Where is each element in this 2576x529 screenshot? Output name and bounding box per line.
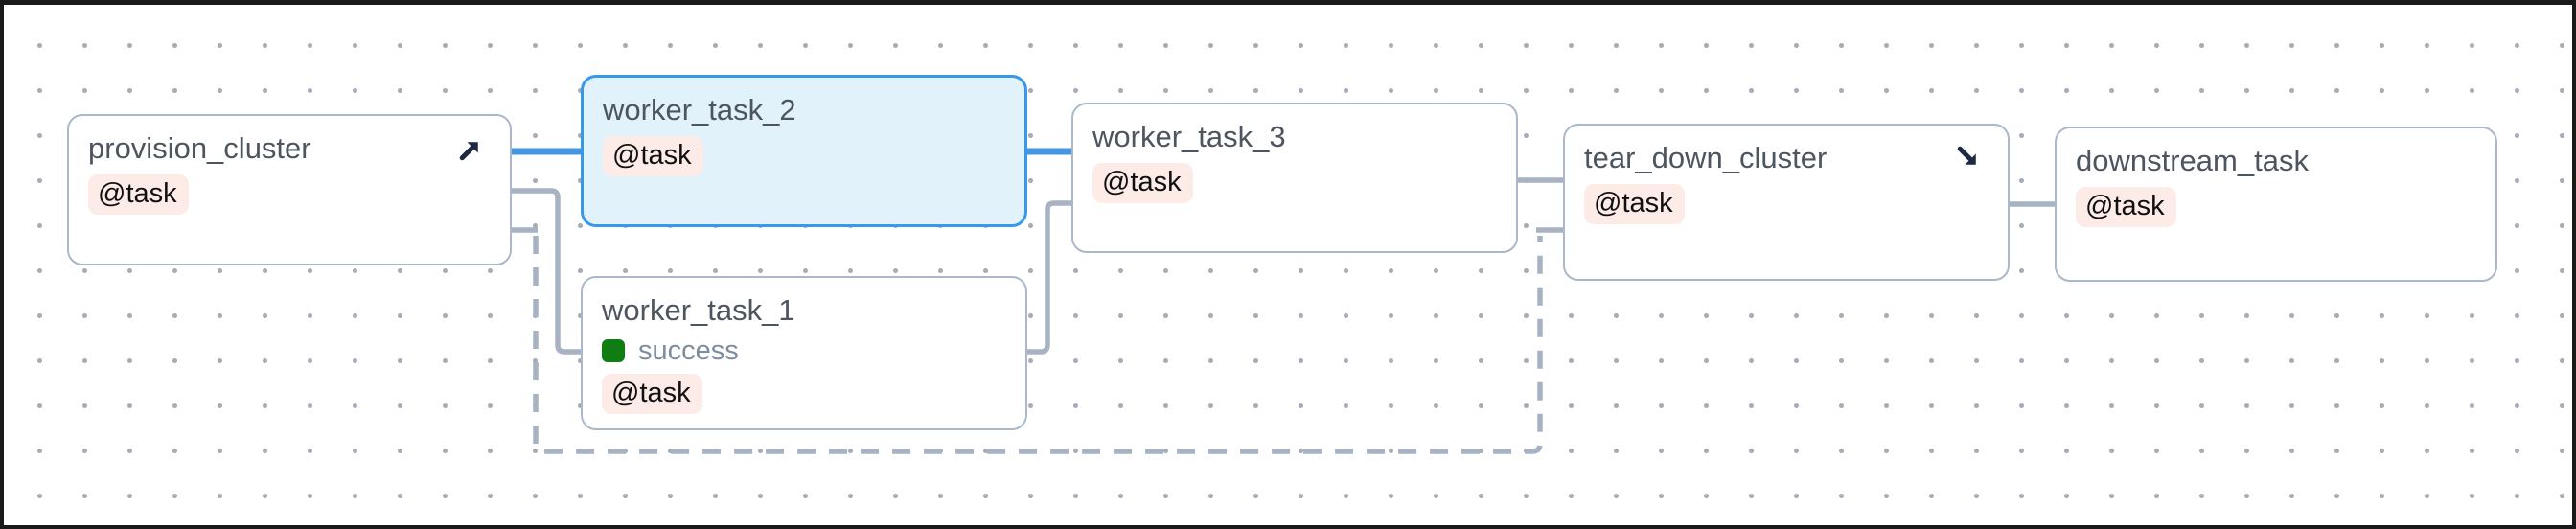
task-decorator-badge: @task xyxy=(1584,184,1685,224)
task-title-row: provision_cluster xyxy=(88,129,491,168)
task-node-tear-down-cluster[interactable]: tear_down_cluster @task xyxy=(1563,124,2010,281)
task-title: worker_task_1 xyxy=(602,293,795,327)
success-state-icon xyxy=(602,339,625,362)
task-node-worker-task-3[interactable]: worker_task_3 @task xyxy=(1071,103,1518,253)
setup-arrow-icon xyxy=(459,142,478,161)
task-title: downstream_task xyxy=(2076,144,2309,177)
task-state-label: success xyxy=(638,334,739,366)
task-node-downstream-task[interactable]: downstream_task @task xyxy=(2055,126,2497,282)
task-title-row: worker_task_3 xyxy=(1092,118,1497,156)
task-decorator-badge: @task xyxy=(603,136,703,176)
edge-worker_task_1-worker_task_3 xyxy=(1025,200,1073,355)
edge-provision_cluster-worker_task_1 xyxy=(510,188,583,355)
task-decorator-badge: @task xyxy=(1092,163,1193,203)
task-node-worker-task-2[interactable]: worker_task_2 @task xyxy=(581,75,1027,227)
task-node-worker-task-1[interactable]: worker_task_1 success @task xyxy=(581,276,1027,430)
task-title: provision_cluster xyxy=(88,131,311,165)
task-title: worker_task_2 xyxy=(603,93,796,126)
task-title-row: worker_task_1 xyxy=(602,291,1006,330)
task-node-provision-cluster[interactable]: provision_cluster @task xyxy=(67,114,512,265)
task-decorator-badge: @task xyxy=(2076,187,2176,227)
task-title: worker_task_3 xyxy=(1092,120,1286,153)
task-decorator-badge: @task xyxy=(602,374,702,414)
task-title-row: downstream_task xyxy=(2076,142,2476,180)
teardown-arrow-icon xyxy=(1957,146,1976,165)
task-decorator-badge: @task xyxy=(88,174,189,215)
graph-canvas[interactable]: provision_cluster @task worker_task_2 @t… xyxy=(4,5,2572,525)
task-title-row: worker_task_2 xyxy=(603,91,1005,129)
task-state-row: success xyxy=(602,334,1006,367)
task-title: tear_down_cluster xyxy=(1584,141,1828,174)
task-title-row: tear_down_cluster xyxy=(1584,139,1989,177)
